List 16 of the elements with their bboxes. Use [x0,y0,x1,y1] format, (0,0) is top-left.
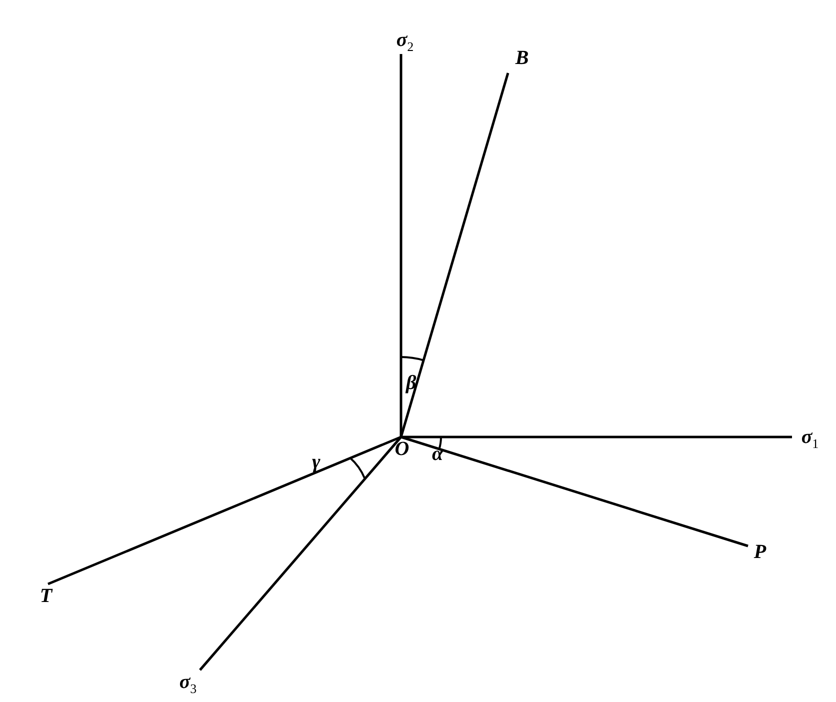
point-label: σ$_{3}$ [170,670,206,696]
angle-label: γ [312,451,320,473]
axis-line [400,54,402,437]
axis-line [401,436,792,438]
point-label: T [36,584,56,608]
axis-line [199,436,402,671]
point-label: O [392,437,412,461]
axis-line [48,436,402,586]
angle-label: β [406,372,416,394]
point-label: P [750,540,770,564]
point-label: B [512,46,532,70]
axis-line [400,436,748,548]
point-label: σ$_{1}$ [792,425,828,451]
angle-label: α [432,443,444,465]
point-label: σ$_{2}$ [390,28,420,54]
axis-line [400,72,510,438]
